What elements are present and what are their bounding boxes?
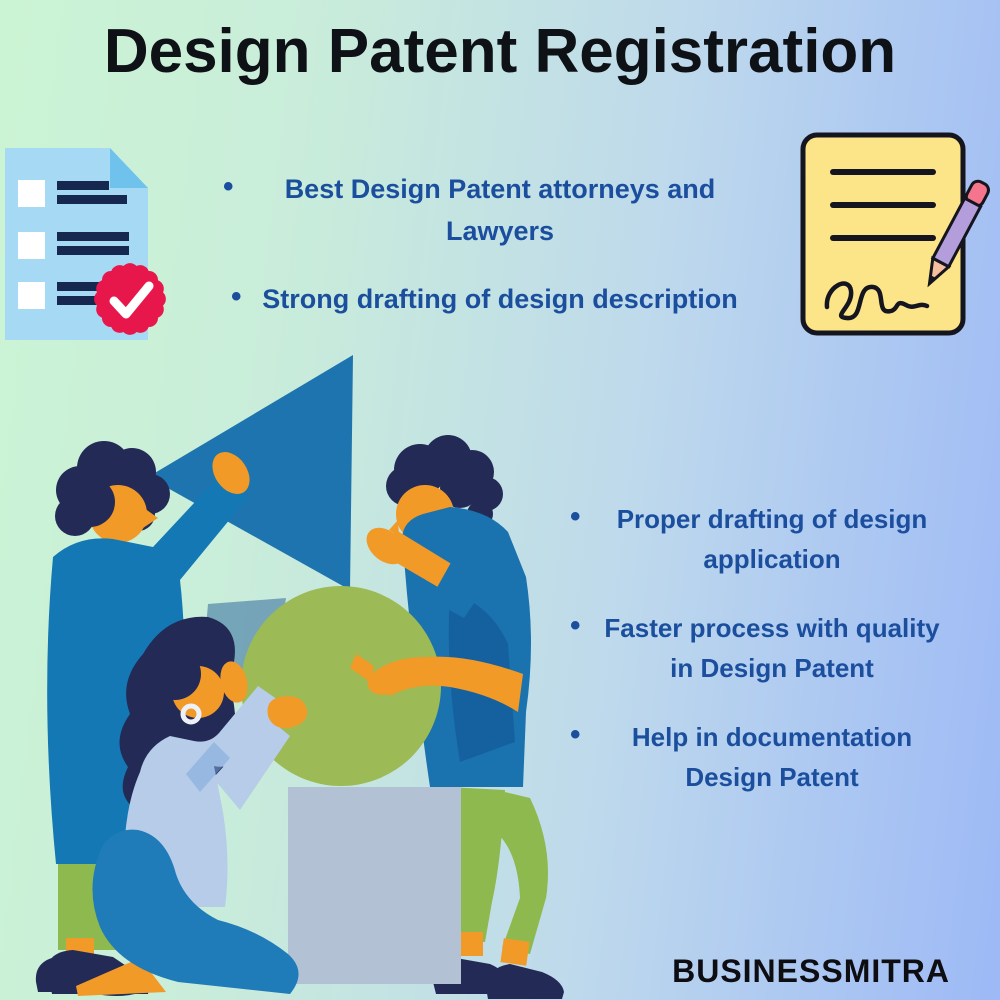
person-left-hand: [212, 452, 250, 494]
bullet-marker: •: [570, 718, 581, 751]
person-kneeling-earring: [180, 703, 202, 725]
person-right-upper-hand: [366, 527, 406, 565]
list-item: • Proper drafting of design application: [548, 499, 996, 579]
pencil-icon: [927, 179, 990, 288]
person-right-front-arm: [350, 654, 523, 712]
bullet-marker: •: [570, 609, 581, 642]
list-item: • Faster process with quality in Design …: [548, 608, 996, 688]
person-kneeling: [47, 616, 308, 996]
person-kneeling-hand: [220, 661, 248, 703]
person-right-pants: [446, 787, 505, 942]
list-item-text: Help in documentation: [631, 722, 913, 752]
list-item-text: in Design Patent: [670, 653, 874, 683]
check-icon: [109, 281, 154, 319]
circle-shape: [241, 586, 441, 786]
square-shape: [288, 787, 461, 984]
list-item-text: Faster process with quality: [604, 613, 940, 643]
brand-logo-text: BUSINESSMITRA: [672, 953, 950, 989]
list-item-text: Design Patent: [685, 762, 859, 792]
list-item-text: Best Design Patent attorneys and: [284, 174, 716, 204]
bullet-marker: •: [570, 500, 581, 533]
triangle-shape: [148, 355, 353, 590]
signature-scribble: [824, 281, 930, 321]
list-item-text: Lawyers: [445, 216, 555, 246]
teamwork-illustration: [35, 355, 564, 999]
list-item: • Best Design Patent attorneys and Lawye…: [195, 168, 805, 252]
list-item-text: Proper drafting of design: [616, 504, 928, 534]
benefits-list-left: • Best Design Patent attorneys and Lawye…: [195, 168, 805, 320]
signed-document-pencil-icon: [800, 132, 990, 336]
paper-lines: [830, 169, 936, 241]
list-item-text: Strong drafting of design description: [262, 284, 738, 314]
checklist-rows: [18, 180, 129, 309]
benefits-list-right: • Proper drafting of design application …: [548, 499, 996, 826]
list-item: • Strong drafting of design description: [195, 278, 805, 320]
bullet-marker: •: [223, 170, 234, 203]
checklist-document-icon: [5, 148, 166, 340]
list-item-text: application: [703, 544, 841, 574]
bullet-marker: •: [231, 280, 242, 313]
person-right-hair: [386, 435, 503, 527]
checkmark-badge-icon: [94, 263, 166, 335]
list-item: • Help in documentation Design Patent: [548, 717, 996, 797]
person-kneeling-jeans: [92, 829, 299, 994]
page-title: Design Patent Registration: [103, 17, 897, 86]
